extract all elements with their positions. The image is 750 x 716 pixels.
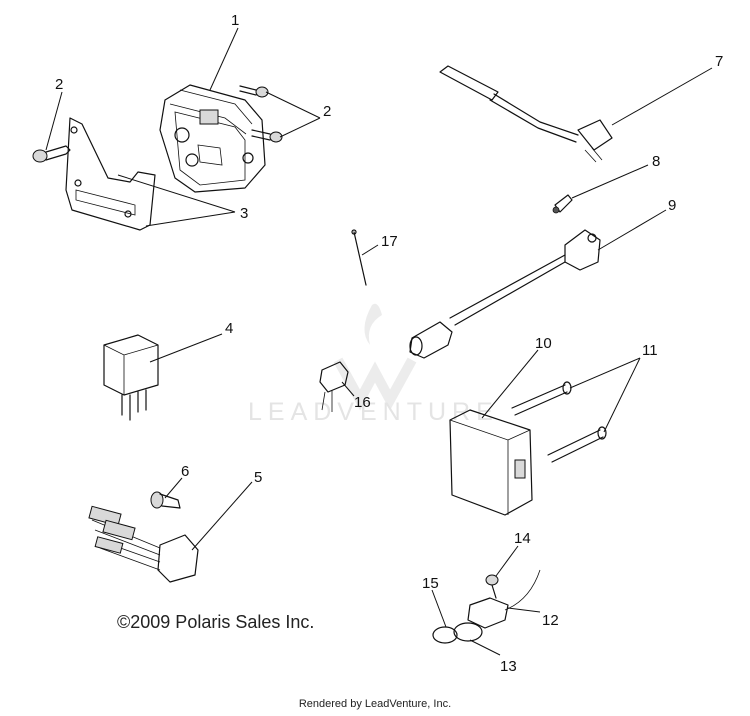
rendered-by-footer: Rendered by LeadVenture, Inc. [298, 698, 452, 710]
leader-11 [569, 357, 641, 433]
part-4-relay [103, 334, 159, 421]
watermark-logo [333, 303, 417, 411]
part-2-screw-bottom [251, 129, 283, 143]
leader-2-left [45, 91, 63, 151]
part-6-push-pin [150, 491, 181, 509]
callout-15: 15 [422, 575, 439, 592]
leader-9 [597, 209, 667, 251]
callout-2-left: 2 [55, 76, 63, 93]
callout-14: 14 [514, 530, 531, 547]
callout-11: 11 [642, 342, 658, 359]
leader-1 [209, 27, 239, 91]
callout-16: 16 [354, 394, 371, 411]
part-7-sensor [439, 65, 613, 163]
part-15-washer [432, 626, 458, 644]
part-2-screw-left [32, 145, 71, 163]
callout-2-right: 2 [323, 103, 331, 120]
leader-8 [571, 164, 649, 199]
leader-16 [341, 381, 355, 397]
leader-13 [469, 639, 501, 656]
leader-6 [164, 477, 183, 499]
copyright-notice: ©2009 Polaris Sales Inc. [117, 612, 315, 632]
callout-3: 3 [240, 205, 248, 222]
part-9-speed-sensor [409, 229, 601, 359]
callout-8: 8 [652, 153, 660, 170]
part-13-gasket [453, 622, 483, 642]
callout-10: 10 [535, 335, 552, 352]
part-2-screw-top [239, 85, 269, 98]
part-1-module [159, 84, 266, 193]
leader-4 [149, 333, 223, 363]
callout-9: 9 [668, 197, 676, 214]
leader-14 [495, 545, 519, 577]
callout-5: 5 [254, 469, 262, 486]
part-12-switch [467, 569, 541, 629]
part-10-control-box [449, 409, 533, 516]
callout-4: 4 [225, 320, 233, 337]
callout-1: 1 [231, 12, 239, 29]
callout-12: 12 [542, 612, 559, 629]
leader-5 [191, 481, 253, 551]
leader-17 [361, 244, 379, 256]
part-5-connector [88, 505, 199, 583]
part-11-pin-top [511, 381, 572, 416]
watermark-text: LEADVENTURE [248, 398, 499, 426]
part-17-rod [351, 229, 367, 286]
leader-2-right [265, 91, 321, 138]
leader-15 [431, 589, 447, 628]
leader-10 [481, 349, 539, 419]
part-14-bolt [485, 574, 499, 599]
part-11-pin-bottom [547, 426, 607, 463]
callout-17: 17 [381, 233, 398, 250]
part-3-bracket [65, 117, 156, 231]
callout-7: 7 [715, 53, 723, 70]
callout-6: 6 [181, 463, 189, 480]
leader-3 [117, 174, 236, 227]
leader-12 [507, 607, 541, 613]
callout-13: 13 [500, 658, 517, 675]
part-8-clip [552, 194, 573, 214]
leader-7 [611, 67, 713, 126]
